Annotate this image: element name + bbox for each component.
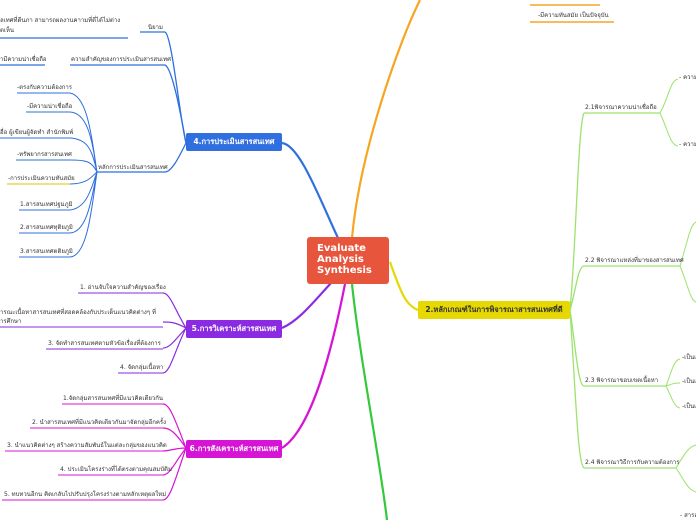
connector-s23-sub (665, 358, 681, 409)
b4-principle-3[interactable]: อื่อ ผู้เขียนผู้จัดทำ สำนักพิมพ์ (0, 129, 74, 136)
connector-s24-sub (675, 444, 696, 493)
b2-s23[interactable]: 2.3 พิจารณาขอบเขตเนื้อหา (585, 377, 659, 384)
branch-node-5[interactable]: 5.การวิเคราะห์สารสนเทศ (186, 320, 282, 338)
b5-item-4[interactable]: 4. จัดกลุ่มเนื้อหา (120, 364, 164, 371)
b4-niyam[interactable]: นิยาม (148, 24, 163, 31)
connector-b6 (281, 283, 347, 449)
connector-b2-s22 (569, 265, 585, 311)
b6-item-5[interactable]: 5. ทบทวนอีกน คิดเกลับไปปรับปรุงโครงร่างต… (4, 491, 167, 498)
branch-node-2[interactable]: 2.หลักเกณฑ์ในการพิจารณาสารสนเทศที่ดี (418, 301, 570, 319)
b2-s23-c[interactable]: -เป็นเ (682, 403, 696, 410)
connector-b5-items (162, 292, 187, 374)
connector-b2 (388, 261, 419, 312)
center-line-2: Analysis (317, 254, 364, 265)
b2-s23-b[interactable]: -เป็นเ (682, 378, 696, 385)
connector-s22-sub (679, 221, 696, 303)
b2-s24[interactable]: 2.4 พิจารณาวิธีการกับความต้องการ (585, 459, 680, 466)
branch-node-4[interactable]: 4.การประเมินสารสนเทศ (186, 133, 282, 151)
connector-green (350, 283, 389, 520)
b6-item-1[interactable]: 1.จัดกลุ่มสารสนเทศที่มีแนวคิดเดียวกัน (63, 395, 163, 402)
b4-principle-7[interactable]: 2.สารสนเทศทุติยภูมิ (20, 224, 73, 231)
center-line-3: Synthesis (317, 265, 372, 276)
connector-s21-sub (659, 78, 679, 147)
connector-b6-items (162, 403, 187, 501)
connector-b4 (281, 141, 339, 239)
b5-item-1[interactable]: 1. อ่านจับใจความสำคัญของเรื่อง (80, 284, 166, 291)
b4-principle-4[interactable]: -ทรัพยากรสารสนเทศ (17, 151, 72, 158)
b5-item-2b[interactable]: ารศึกษา (0, 318, 22, 325)
b6-item-3[interactable]: 3. นำแนวคิดต่างๆ สร้างความสัมพันธ์ในแต่ล… (7, 442, 167, 449)
b2-s21[interactable]: 2.1พิจารณาความน่าเชื่อถือ (585, 104, 657, 111)
connector-b4-importance (164, 64, 187, 144)
b2-bottom-cut[interactable]: - สารส (680, 512, 696, 519)
b2-top-orange[interactable]: -มีความทันสมัย เป็นปัจจุบัน (538, 12, 609, 19)
b5-item-2a[interactable]: ารณะเนื้อหาสารสนเทศที่สอดคล้องกับประเด็น… (0, 309, 156, 316)
b4-principle-2[interactable]: -มีความน่าเชื่อถือ (27, 103, 73, 110)
b4-principle-5[interactable]: -การประเมินความทันสมัย (8, 175, 75, 182)
connector-p-bundle (69, 92, 98, 258)
b2-s21-b[interactable]: - ความ (679, 141, 696, 148)
b4-credibility-cut[interactable]: ามีความน่าเชื่อถือ (0, 56, 47, 63)
b4-principle-8[interactable]: 3.สารสนเทศตติยภูมิ (20, 248, 73, 255)
connector-b4-principles (164, 142, 187, 173)
connector-b2-s23 (569, 309, 585, 387)
b2-s22[interactable]: 2.2 พิจารณาแหล่งที่มาของสารสนเทศ (585, 257, 684, 264)
connector-b5 (281, 281, 333, 330)
b4-principles[interactable]: หลักการประเมินสารสนเทศ (98, 164, 168, 171)
b2-s21-a[interactable]: - ความ (679, 74, 696, 81)
connector-b2-s24 (569, 309, 585, 469)
b4-cut-text-2: ตเห็น (0, 27, 15, 34)
b4-cut-text-1: ลเทศที่ดีนภา สามารถผลงานคาามที่ดี่ได้ไม่… (0, 17, 121, 24)
b6-item-4[interactable]: 4. ประเมินโครงร่างที่ได้ตรงตามคุณสมบัติม (60, 466, 172, 473)
b2-s23-a[interactable]: -เป็นเ (682, 354, 696, 361)
center-line-1: Evaluate (317, 243, 366, 254)
connector-b2-s21 (569, 112, 585, 311)
b4-principle-1[interactable]: -ตรงกับความต้องการ (17, 84, 73, 91)
b4-importance[interactable]: ความสำคัญของการประเมินสารสนเทศ (71, 56, 171, 63)
center-node[interactable]: Evaluate Analysis Synthesis (307, 237, 389, 284)
connector-orange-top (350, 0, 421, 239)
b6-item-2[interactable]: 2. นำสารสนเทศที่มีแนวคิดเดียวกันมาจัดกลุ… (32, 419, 167, 426)
b5-item-3[interactable]: 3. จัดทำสารสนเทศตามหัวข้อเรื่องที่ต้องกา… (48, 340, 161, 347)
b4-principle-6[interactable]: 1.สารสนเทศปฐมภูมิ (20, 201, 73, 208)
branch-node-6[interactable]: 6.การสังเคราะห์สารสนเทศ (186, 440, 282, 458)
